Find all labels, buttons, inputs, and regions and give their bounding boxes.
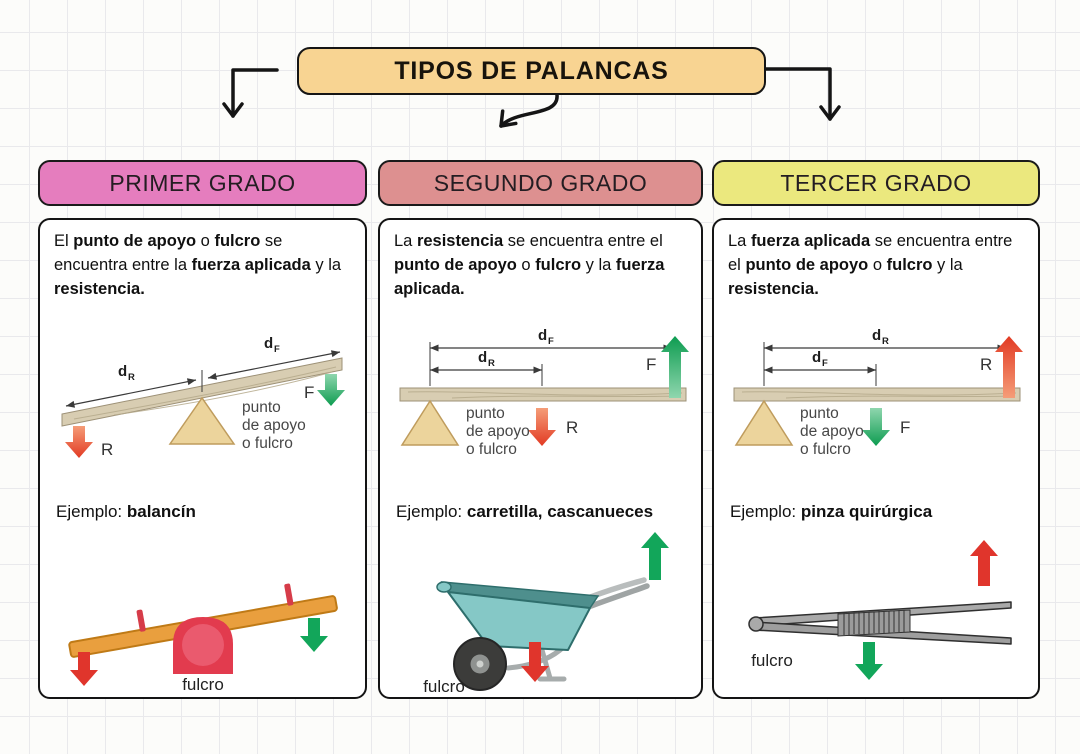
dim-sub-R: R [488, 358, 495, 369]
dim-sub-R: R [882, 336, 889, 347]
fulcrum-caption-line1: punto [466, 405, 505, 422]
dim-label-dF: d [812, 349, 821, 366]
lever-diagram-second-class: d F d R R F punto de apoyo o fulcro [399, 327, 689, 458]
fulcrum-caption-line2: de apoyo [800, 423, 864, 440]
dim-line-resistance [65, 378, 197, 408]
up-arrow-icon [641, 532, 669, 580]
wheelbarrow-handle-lower [588, 583, 650, 609]
column-primer-grado: PRIMER GRADO El punto de apoyo o fulcro … [38, 160, 367, 699]
fulcrum-example-label: fulcro [751, 651, 793, 670]
force-arrow-up-icon [661, 336, 689, 398]
example-name: pinza quirúrgica [800, 502, 933, 521]
header-label: PRIMER GRADO [109, 169, 296, 196]
dim-label-dF: d [538, 327, 547, 344]
resistance-arrow-up-icon [995, 336, 1023, 398]
example-intro: Ejemplo: [56, 502, 127, 521]
example-label: Ejemplo: balancín [56, 502, 196, 522]
fulcrum-caption-line2: de apoyo [242, 417, 306, 434]
title-banner: TIPOS DE PALANCAS [297, 47, 766, 95]
fulcrum-example-label: fulcro [182, 675, 224, 694]
resistance-label: R [101, 440, 113, 459]
wood-grain [741, 391, 1017, 396]
force-arrow-down-icon [317, 374, 345, 406]
description-tercer-grado: La fuerza aplicada se encuentra entre el… [728, 232, 1013, 298]
wood-grain [785, 395, 1013, 399]
fulcrum-triangle [168, 396, 236, 445]
up-arrow-icon [970, 540, 998, 586]
wood-grain [407, 391, 683, 396]
fulcrum-caption-line2: de apoyo [466, 423, 530, 440]
force-label: F [646, 355, 656, 374]
fulcrum-triangle [734, 399, 794, 446]
seesaw-illustration: fulcro [68, 583, 338, 694]
fulcrum-caption-line3: o fulcro [242, 435, 293, 452]
fulcrum-caption-line3: o fulcro [466, 441, 517, 458]
page-title: TIPOS DE PALANCAS [394, 56, 669, 85]
resistance-arrow-down-icon [65, 426, 93, 458]
resistance-label: R [566, 418, 578, 437]
arrow-to-tercer-grado [764, 67, 841, 121]
force-arrow-down-icon [862, 408, 890, 446]
dim-label-dR: d [118, 363, 127, 380]
down-arrow-left-icon [70, 652, 98, 686]
wheelbarrow-tub [447, 591, 591, 651]
arrow-to-primer-grado [222, 68, 279, 118]
seesaw-handle-right [284, 583, 294, 606]
fulcrum-triangle [400, 399, 460, 446]
down-arrow-icon [521, 642, 549, 682]
fulcrum-example-label: fulcro [423, 677, 465, 694]
wheelbarrow-leg [537, 647, 567, 682]
fulcrum-caption-line1: punto [242, 399, 281, 416]
lever-diagram-first-class: d R d F R F punto de apoyo o fulcro [61, 335, 345, 459]
header-segundo-grado: SEGUNDO GRADO [378, 160, 703, 206]
example-name: balancín [126, 502, 196, 521]
wheelbarrow-rim-cap [436, 581, 452, 593]
down-arrow-right-icon [300, 618, 328, 652]
tweezers-illustration: fulcro [748, 540, 1012, 680]
force-label: F [304, 383, 314, 402]
fulcrum-caption-line3: o fulcro [800, 441, 851, 458]
header-label: TERCER GRADO [780, 169, 972, 196]
force-label: F [900, 418, 910, 437]
grip-ribs [843, 610, 905, 635]
dim-line-force [207, 350, 341, 380]
dim-sub-F: F [274, 344, 280, 355]
dim-label-dR: d [478, 349, 487, 366]
example-label: Ejemplo: carretilla, cascanueces [396, 502, 653, 522]
card-primer-grado: El punto de apoyo o fulcro se encuentra … [38, 218, 367, 699]
tweezer-joint-cap [748, 616, 764, 632]
lever-diagram-third-class: d R d F F R punto de apoyo o fulcro [733, 327, 1023, 458]
dim-sub-R: R [128, 372, 135, 383]
column-tercer-grado: TERCER GRADO La fuerza aplicada se encue… [712, 160, 1040, 699]
example-intro: Ejemplo: [396, 502, 467, 521]
resistance-label: R [980, 355, 992, 374]
dim-sub-F: F [548, 336, 554, 347]
description-segundo-grado: La resistencia se encuentra entre el pun… [394, 232, 665, 298]
card-segundo-grado: La resistencia se encuentra entre el pun… [378, 218, 703, 699]
description-primer-grado: El punto de apoyo o fulcro se encuentra … [54, 232, 342, 298]
dim-label-dR: d [872, 327, 881, 344]
header-tercer-grado: TERCER GRADO [712, 160, 1040, 206]
wood-grain [451, 395, 679, 399]
seesaw-handle-left [136, 609, 146, 632]
arrow-to-segundo-grado [499, 93, 559, 128]
fulcrum-caption-line1: punto [800, 405, 839, 422]
fulcrum-highlight [182, 624, 224, 666]
header-label: SEGUNDO GRADO [433, 169, 648, 196]
example-name: carretilla, cascanueces [466, 502, 654, 521]
example-label: Ejemplo: pinza quirúrgica [730, 502, 932, 522]
card-tercer-grado: La fuerza aplicada se encuentra entre el… [712, 218, 1040, 699]
column-segundo-grado: SEGUNDO GRADO La resistencia se encuentr… [378, 160, 703, 699]
resistance-arrow-down-icon [528, 408, 556, 446]
wheelbarrow-illustration: fulcro [423, 532, 669, 694]
header-primer-grado: PRIMER GRADO [38, 160, 367, 206]
dim-label-dF: d [264, 335, 273, 352]
example-intro: Ejemplo: [730, 502, 801, 521]
wheel-axle [476, 660, 484, 668]
down-arrow-icon [855, 642, 883, 680]
dim-sub-F: F [822, 358, 828, 369]
